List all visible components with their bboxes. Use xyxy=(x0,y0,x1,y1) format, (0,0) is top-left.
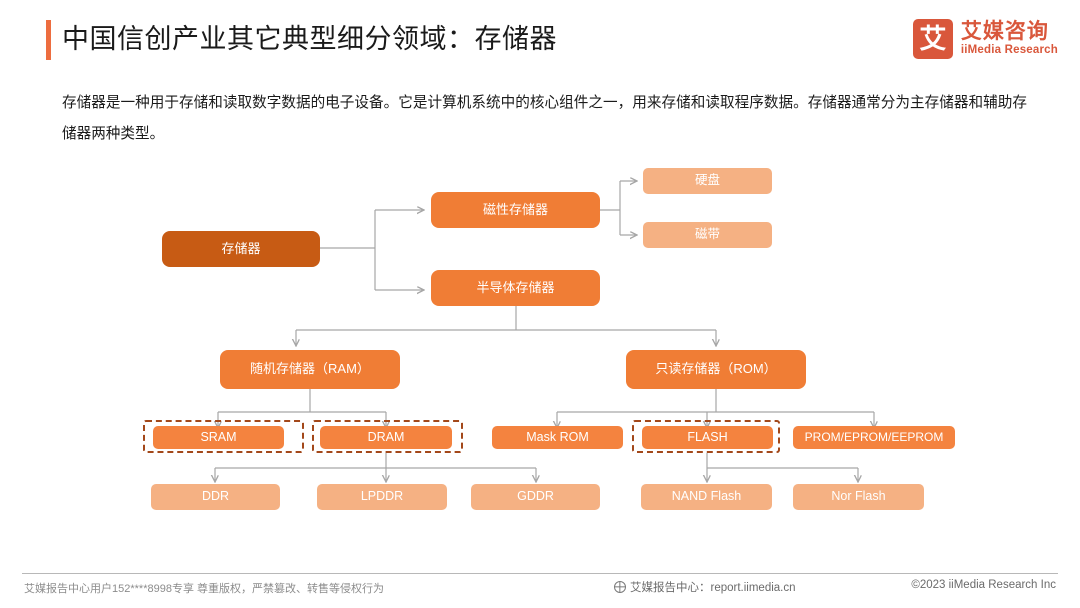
globe-icon xyxy=(614,581,626,593)
footer-report-center-label[interactable]: 艾媒报告中心：report.iimedia.cn xyxy=(630,582,796,594)
node-magnetic-tape[interactable]: 磁带 xyxy=(643,222,772,248)
brand-logo: 艾 艾媒咨询 iiMedia Research xyxy=(912,19,1058,59)
node-root-memory[interactable]: 存储器 xyxy=(162,231,320,267)
node-prom-eprom-eeprom[interactable]: PROM/EPROM/EEPROM xyxy=(793,426,955,449)
page-title: 中国信创产业其它典型细分领域：存储器 xyxy=(62,24,557,54)
node-ddr[interactable]: DDR xyxy=(151,484,280,510)
logo-name-cn: 艾媒咨询 xyxy=(960,20,1049,43)
highlight-frame-dram xyxy=(312,420,463,453)
footer-divider xyxy=(22,573,1058,574)
highlight-frame-sram xyxy=(143,420,304,453)
node-magnetic-storage[interactable]: 磁性存储器 xyxy=(431,192,600,228)
footer-copyright-notice: 艾媒报告中心用户152****8998专享 尊重版权，严禁篡改、转售等侵权行为 xyxy=(24,583,385,595)
node-nor-flash[interactable]: Nor Flash xyxy=(793,484,924,510)
node-lpddr[interactable]: LPDDR xyxy=(317,484,447,510)
title-accent-bar xyxy=(46,20,51,60)
node-semiconductor-storage[interactable]: 半导体存储器 xyxy=(431,270,600,306)
diagram-connectors xyxy=(0,150,1080,540)
highlight-frame-flash xyxy=(632,420,780,453)
memory-hierarchy-diagram: 存储器 磁性存储器 半导体存储器 硬盘 磁带 随机存储器（RAM） 只读存储器（… xyxy=(0,150,1080,540)
node-flash[interactable]: FLASH xyxy=(642,426,773,449)
node-rom[interactable]: 只读存储器（ROM） xyxy=(626,350,806,389)
node-dram[interactable]: DRAM xyxy=(320,426,452,449)
node-gddr[interactable]: GDDR xyxy=(471,484,600,510)
footer-report-center: 艾媒报告中心：report.iimedia.cn xyxy=(614,579,796,595)
intro-paragraph: 存储器是一种用于存储和读取数字数据的电子设备。它是计算机系统中的核心组件之一，用… xyxy=(62,95,1027,142)
node-hard-disk[interactable]: 硬盘 xyxy=(643,168,772,194)
node-sram[interactable]: SRAM xyxy=(153,426,284,449)
node-ram[interactable]: 随机存储器（RAM） xyxy=(220,350,400,389)
logo-mark-icon: 艾 xyxy=(912,19,953,59)
logo-name-en: iiMedia Research xyxy=(960,44,1058,56)
node-nand-flash[interactable]: NAND Flash xyxy=(641,484,772,510)
page-header: 中国信创产业其它典型细分领域：存储器 艾 艾媒咨询 iiMedia Resear… xyxy=(0,0,1080,78)
node-mask-rom[interactable]: Mask ROM xyxy=(492,426,623,449)
logo-text: 艾媒咨询 iiMedia Research xyxy=(961,21,1058,57)
footer-company-copyright: ©2023 iiMedia Research Inc xyxy=(911,579,1056,591)
